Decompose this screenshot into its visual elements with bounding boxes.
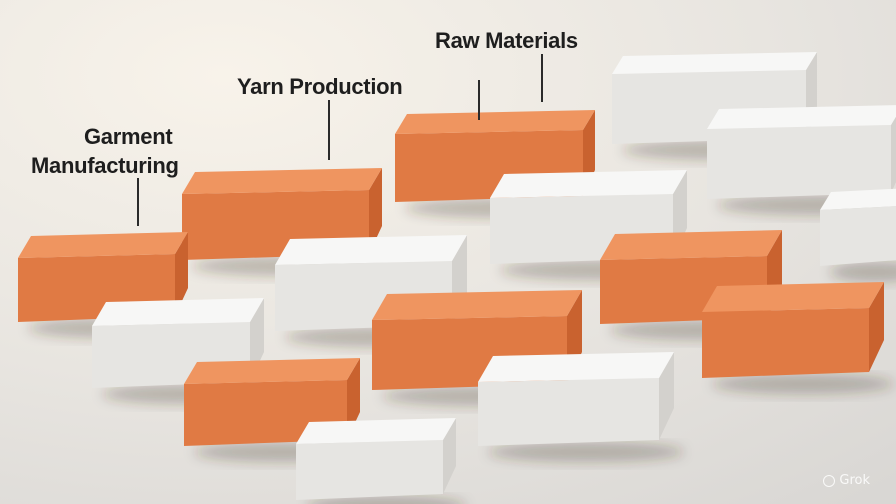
white-block-right-2-front	[707, 125, 891, 199]
raw-materials-pointer	[541, 54, 543, 102]
orange-block-center-top	[372, 290, 582, 320]
orange-block-yarn-production-top	[182, 168, 382, 194]
garment-label-line1: Garment	[84, 124, 173, 149]
white-block-bottom-right-side	[659, 352, 674, 440]
garment-manufacturing-pointer	[137, 178, 139, 226]
white-block-bottom	[296, 418, 465, 504]
white-block-bottom-front	[296, 440, 443, 500]
orange-block-right-shadow	[712, 374, 894, 394]
raw-materials-pointer-2	[478, 80, 480, 120]
white-block-right-edge	[820, 188, 896, 282]
white-block-left-top	[92, 298, 264, 326]
garment-label-line2: Manufacturing	[31, 153, 179, 178]
orange-block-raw-materials-top	[395, 110, 595, 134]
block-group	[18, 52, 896, 504]
orange-block-right	[702, 282, 894, 394]
white-block-center-top	[275, 235, 467, 265]
orange-block-center-right-top	[600, 230, 782, 260]
orange-block-garment-side	[175, 232, 188, 316]
orange-block-right-top	[702, 282, 884, 312]
white-block-bottom-right-front	[478, 378, 659, 446]
white-block-bottom-right-shadow	[488, 442, 684, 462]
white-block-bottom-right	[478, 352, 684, 462]
white-block-right-2-side	[891, 116, 896, 193]
orange-block-right-side	[869, 282, 884, 372]
orange-block-right-front	[702, 308, 869, 378]
white-block-bottom-right-top	[478, 352, 674, 382]
white-block-bottom-shadow	[307, 496, 465, 504]
white-block-right-2-top	[707, 105, 896, 129]
white-block-bottom-top	[296, 418, 456, 444]
watermark-text: Grok	[839, 473, 870, 488]
yarn-production-pointer	[328, 100, 330, 160]
raw-materials-label: Raw Materials	[435, 28, 578, 53]
orange-block-yarn-production-side	[369, 168, 382, 254]
grok-watermark: Grok	[823, 473, 870, 488]
orange-block-garment-top	[18, 232, 188, 258]
white-block-center-right-top	[490, 170, 687, 198]
white-block-right-edge-front	[820, 206, 896, 266]
yarn-production-label: Yarn Production	[237, 74, 403, 99]
white-block-right-edge-top	[820, 188, 896, 210]
white-block-top-right-top	[612, 52, 817, 74]
grok-logo-icon	[823, 474, 836, 487]
white-block-bottom-side	[443, 418, 456, 494]
orange-block-bottom-left-side	[347, 358, 360, 440]
white-block-right-edge-shadow	[830, 262, 896, 282]
orange-block-bottom-left-top	[184, 358, 360, 384]
